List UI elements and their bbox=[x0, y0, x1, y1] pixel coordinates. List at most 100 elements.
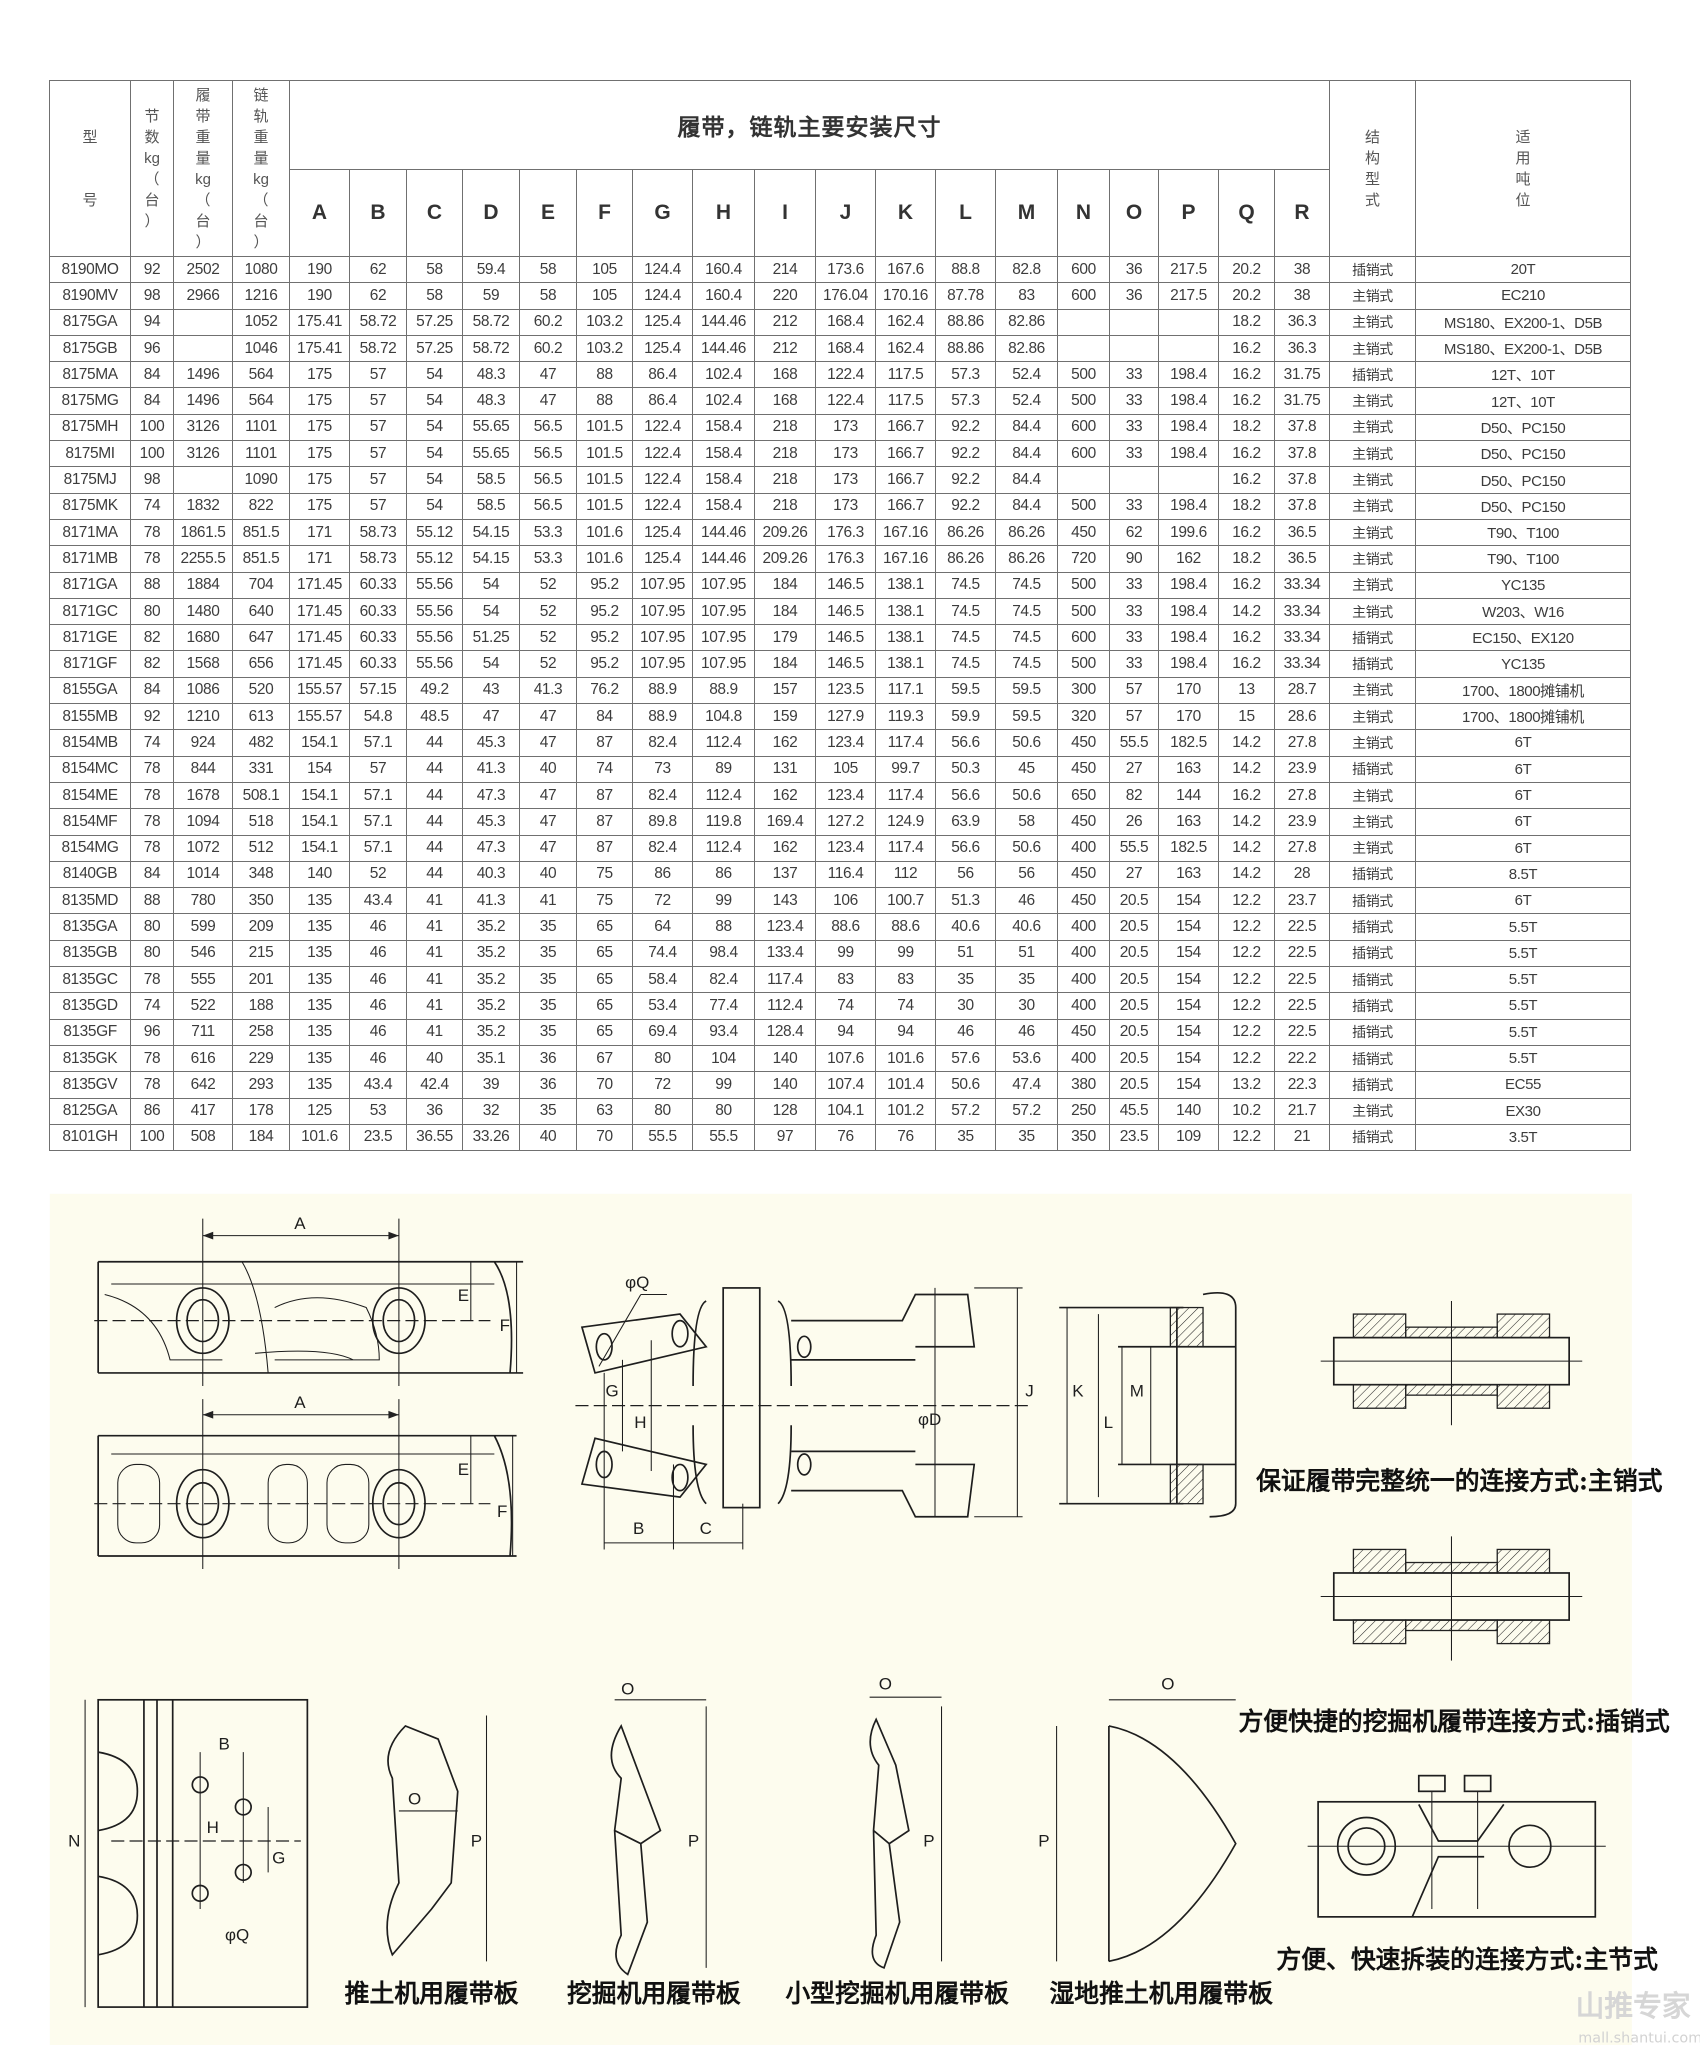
cell-dim-a: 175 bbox=[289, 387, 350, 415]
cell-model: 8175MJ bbox=[49, 466, 131, 494]
cell-dim-g: 107.95 bbox=[632, 571, 693, 599]
cell-dim-j: 127.9 bbox=[815, 703, 876, 731]
cell-dim-e: 40 bbox=[519, 1123, 577, 1152]
cell-dim-c: 58 bbox=[406, 255, 463, 284]
cell-dim-h: 144.46 bbox=[692, 334, 755, 363]
cell-tonnage: 6T bbox=[1415, 755, 1631, 783]
cell-dim-n: 500 bbox=[1057, 361, 1110, 389]
cell-dim-f: 65 bbox=[576, 939, 633, 968]
cell-structure: 插销式 bbox=[1329, 755, 1416, 783]
cell-dim-o: 33 bbox=[1109, 624, 1159, 652]
dim-label-f-2: F bbox=[497, 1502, 507, 1521]
cell-dim-f: 65 bbox=[576, 913, 633, 941]
cell-structure: 主销式 bbox=[1329, 1097, 1416, 1125]
cell-dim-r: 36.3 bbox=[1274, 308, 1330, 336]
cell-dim-h: 102.4 bbox=[692, 387, 755, 415]
cell-dim-r: 28 bbox=[1274, 860, 1330, 889]
cell-dim-g: 125.4 bbox=[632, 545, 693, 573]
header-dim-f: F bbox=[576, 169, 633, 257]
cell-dim-q: 13 bbox=[1218, 676, 1275, 705]
cell-dim-c: 44 bbox=[406, 781, 463, 810]
dim-label-phi-d: φD bbox=[918, 1410, 941, 1429]
cell-chain-weight: 1101 bbox=[232, 440, 290, 468]
cell-dim-k: 170.16 bbox=[875, 282, 936, 310]
cell-chain-weight: 1046 bbox=[232, 334, 290, 363]
cell-dim-d: 35.2 bbox=[462, 939, 520, 968]
cell-model: 8135GD bbox=[49, 992, 131, 1020]
cell-tonnage: 3.5T bbox=[1415, 1123, 1631, 1152]
cell-structure: 插销式 bbox=[1329, 939, 1416, 968]
cell-dim-f: 95.2 bbox=[576, 624, 633, 652]
cell-dim-m: 84.4 bbox=[995, 413, 1058, 442]
cell-dim-k: 124.9 bbox=[875, 808, 936, 836]
wetland-dozer-shoe-drawing: O P bbox=[1038, 1674, 1237, 1963]
cell-dim-h: 89 bbox=[692, 755, 755, 783]
cell-dim-b: 57 bbox=[349, 413, 407, 442]
cell-chain-weight: 201 bbox=[232, 966, 290, 994]
cell-dim-o: 27 bbox=[1109, 860, 1159, 889]
cell-dim-i: 209.26 bbox=[754, 518, 816, 547]
cell-dim-g: 58.4 bbox=[632, 966, 693, 994]
cell-dim-q: 12.2 bbox=[1218, 887, 1275, 915]
cell-structure: 插销式 bbox=[1329, 624, 1416, 652]
cell-dim-p: 217.5 bbox=[1158, 282, 1219, 310]
cell-dim-q: 12.2 bbox=[1218, 939, 1275, 968]
cell-dim-o: 27 bbox=[1109, 755, 1159, 783]
cell-dim-p: 154 bbox=[1158, 913, 1219, 941]
cell-dim-q: 14.2 bbox=[1218, 860, 1275, 889]
cell-chain-weight: 851.5 bbox=[232, 518, 290, 547]
cell-dim-a: 175.41 bbox=[289, 334, 350, 363]
cell-dim-c: 44 bbox=[406, 729, 463, 757]
cell-dim-h: 104.8 bbox=[692, 703, 755, 731]
cell-dim-e: 53.3 bbox=[519, 518, 577, 547]
cell-dim-m: 50.6 bbox=[995, 781, 1058, 810]
cell-dim-g: 82.4 bbox=[632, 729, 693, 757]
cell-dim-n: 400 bbox=[1057, 992, 1110, 1020]
cell-dim-p: 198.4 bbox=[1158, 361, 1219, 389]
track-spec-table: 型 号 节 数 kg （ 台 ） 履 带 重 量 kg （ 台 ） 链 轨 重 … bbox=[49, 80, 1631, 1152]
cell-links: 78 bbox=[130, 545, 174, 573]
cell-dim-d: 41.3 bbox=[462, 755, 520, 783]
cell-tonnage: 5.5T bbox=[1415, 966, 1631, 994]
cell-structure: 主销式 bbox=[1329, 834, 1416, 862]
cell-tonnage: 12T、10T bbox=[1415, 361, 1631, 389]
header-dim-r: R bbox=[1274, 169, 1330, 257]
dim-label-h-rail: H bbox=[207, 1818, 219, 1837]
dim-label-o-dozer: O bbox=[408, 1789, 421, 1808]
header-dim-j: J bbox=[815, 169, 876, 257]
cell-tonnage: W203、W16 bbox=[1415, 597, 1631, 626]
cell-dim-d: 45.3 bbox=[462, 729, 520, 757]
cell-chain-weight: 482 bbox=[232, 729, 290, 757]
cell-dim-r: 22.3 bbox=[1274, 1071, 1330, 1099]
cell-structure: 插销式 bbox=[1329, 860, 1416, 889]
dim-label-phi-q: φQ bbox=[625, 1273, 649, 1292]
cell-dim-c: 55.12 bbox=[406, 518, 463, 547]
cell-dim-a: 125 bbox=[289, 1097, 350, 1125]
cell-dim-l: 92.2 bbox=[935, 492, 996, 520]
cell-track-weight: 417 bbox=[173, 1097, 233, 1125]
cell-structure: 插销式 bbox=[1329, 887, 1416, 915]
cell-dim-g: 74.4 bbox=[632, 939, 693, 968]
cell-links: 78 bbox=[130, 834, 174, 862]
cell-dim-a: 135 bbox=[289, 1018, 350, 1046]
cell-dim-i: 128.4 bbox=[754, 1018, 816, 1046]
cell-track-weight: 599 bbox=[173, 913, 233, 941]
cell-track-weight: 1072 bbox=[173, 834, 233, 862]
cell-model: 8101GH bbox=[49, 1123, 131, 1152]
cell-dim-i: 137 bbox=[754, 860, 816, 889]
cell-dim-i: 133.4 bbox=[754, 939, 816, 968]
cell-structure: 主销式 bbox=[1329, 808, 1416, 836]
cell-dim-q: 16.2 bbox=[1218, 781, 1275, 810]
header-dim-e: E bbox=[519, 169, 577, 257]
cell-dim-e: 47 bbox=[519, 781, 577, 810]
cell-dim-q: 18.2 bbox=[1218, 492, 1275, 520]
cell-dim-o: 33 bbox=[1109, 650, 1159, 678]
cell-dim-g: 125.4 bbox=[632, 334, 693, 363]
cell-dim-m: 84.4 bbox=[995, 466, 1058, 494]
cell-dim-h: 88 bbox=[692, 913, 755, 941]
cell-dim-f: 84 bbox=[576, 703, 633, 731]
cell-dim-q: 18.2 bbox=[1218, 413, 1275, 442]
